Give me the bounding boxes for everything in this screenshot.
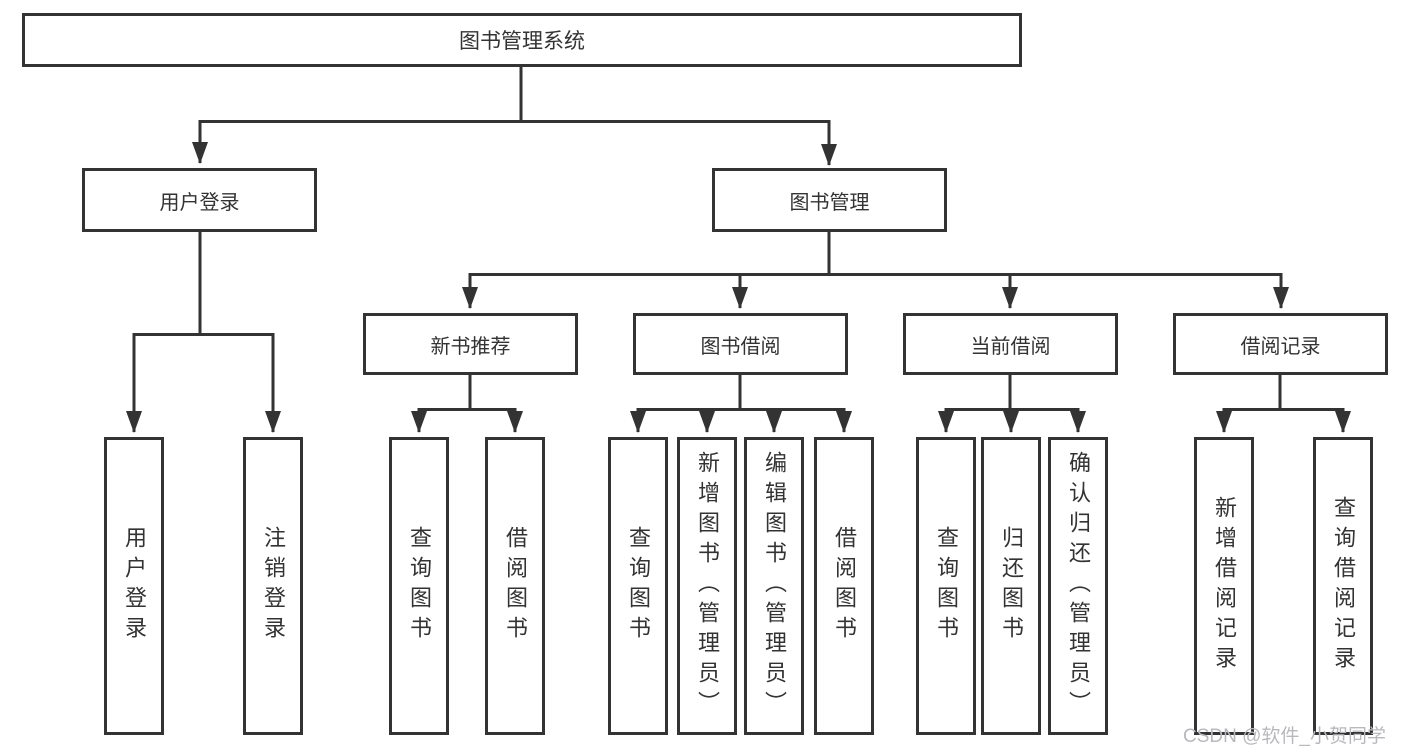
leaf-query-books-borrowing: 查询图书 <box>608 437 668 735</box>
node-current-borrowing: 当前借阅 <box>903 313 1118 375</box>
leaf-add-book-admin: 新增图书（管理员） <box>677 437 737 735</box>
leaf-query-books-recommend-label: 查询图书 <box>407 526 432 646</box>
leaf-query-books-borrowing-label: 查询图书 <box>626 526 651 646</box>
node-new-book-recommend: 新书推荐 <box>363 313 578 375</box>
leaf-logout-label: 注销登录 <box>261 526 286 646</box>
leaf-borrow-books-borrowing: 借阅图书 <box>814 437 874 735</box>
node-new-book-recommend-label: 新书推荐 <box>430 335 511 358</box>
node-root-label: 图书管理系统 <box>459 30 585 53</box>
leaf-return-books: 归还图书 <box>981 437 1041 735</box>
leaf-edit-book-admin: 编辑图书（管理员） <box>744 437 804 735</box>
leaf-return-books-label: 归还图书 <box>999 526 1024 646</box>
node-book-management-label: 图书管理 <box>789 191 870 214</box>
node-borrowing-records-label: 借阅记录 <box>1240 335 1321 358</box>
node-book-borrowing: 图书借阅 <box>633 313 848 375</box>
leaf-confirm-return-admin-label: 确认归还（管理员） <box>1066 451 1091 721</box>
node-user-login-label: 用户登录 <box>159 191 240 214</box>
leaf-logout: 注销登录 <box>243 437 303 735</box>
node-borrowing-records: 借阅记录 <box>1173 313 1388 375</box>
leaf-user-login: 用户登录 <box>104 437 164 735</box>
leaf-query-books-recommend: 查询图书 <box>389 437 449 735</box>
leaf-add-book-admin-label: 新增图书（管理员） <box>695 451 720 721</box>
leaf-query-books-current-label: 查询图书 <box>934 526 959 646</box>
leaf-add-borrow-record: 新增借阅记录 <box>1194 437 1254 735</box>
csdn-watermark: CSDN @软件_小贺同学 <box>1183 726 1386 747</box>
leaf-query-borrow-record: 查询借阅记录 <box>1313 437 1373 735</box>
node-root: 图书管理系统 <box>22 13 1022 67</box>
node-current-borrowing-label: 当前借阅 <box>970 335 1051 358</box>
leaf-user-login-label: 用户登录 <box>122 526 147 646</box>
node-user-login: 用户登录 <box>82 168 317 232</box>
node-book-borrowing-label: 图书借阅 <box>700 335 781 358</box>
leaf-add-borrow-record-label: 新增借阅记录 <box>1212 496 1237 676</box>
leaf-query-borrow-record-label: 查询借阅记录 <box>1331 496 1356 676</box>
leaf-edit-book-admin-label: 编辑图书（管理员） <box>762 451 787 721</box>
leaf-borrow-books-recommend: 借阅图书 <box>485 437 545 735</box>
leaf-query-books-current: 查询图书 <box>916 437 976 735</box>
leaf-confirm-return-admin: 确认归还（管理员） <box>1048 437 1108 735</box>
leaf-borrow-books-recommend-label: 借阅图书 <box>503 526 528 646</box>
node-book-management: 图书管理 <box>712 168 947 232</box>
leaf-borrow-books-borrowing-label: 借阅图书 <box>832 526 857 646</box>
